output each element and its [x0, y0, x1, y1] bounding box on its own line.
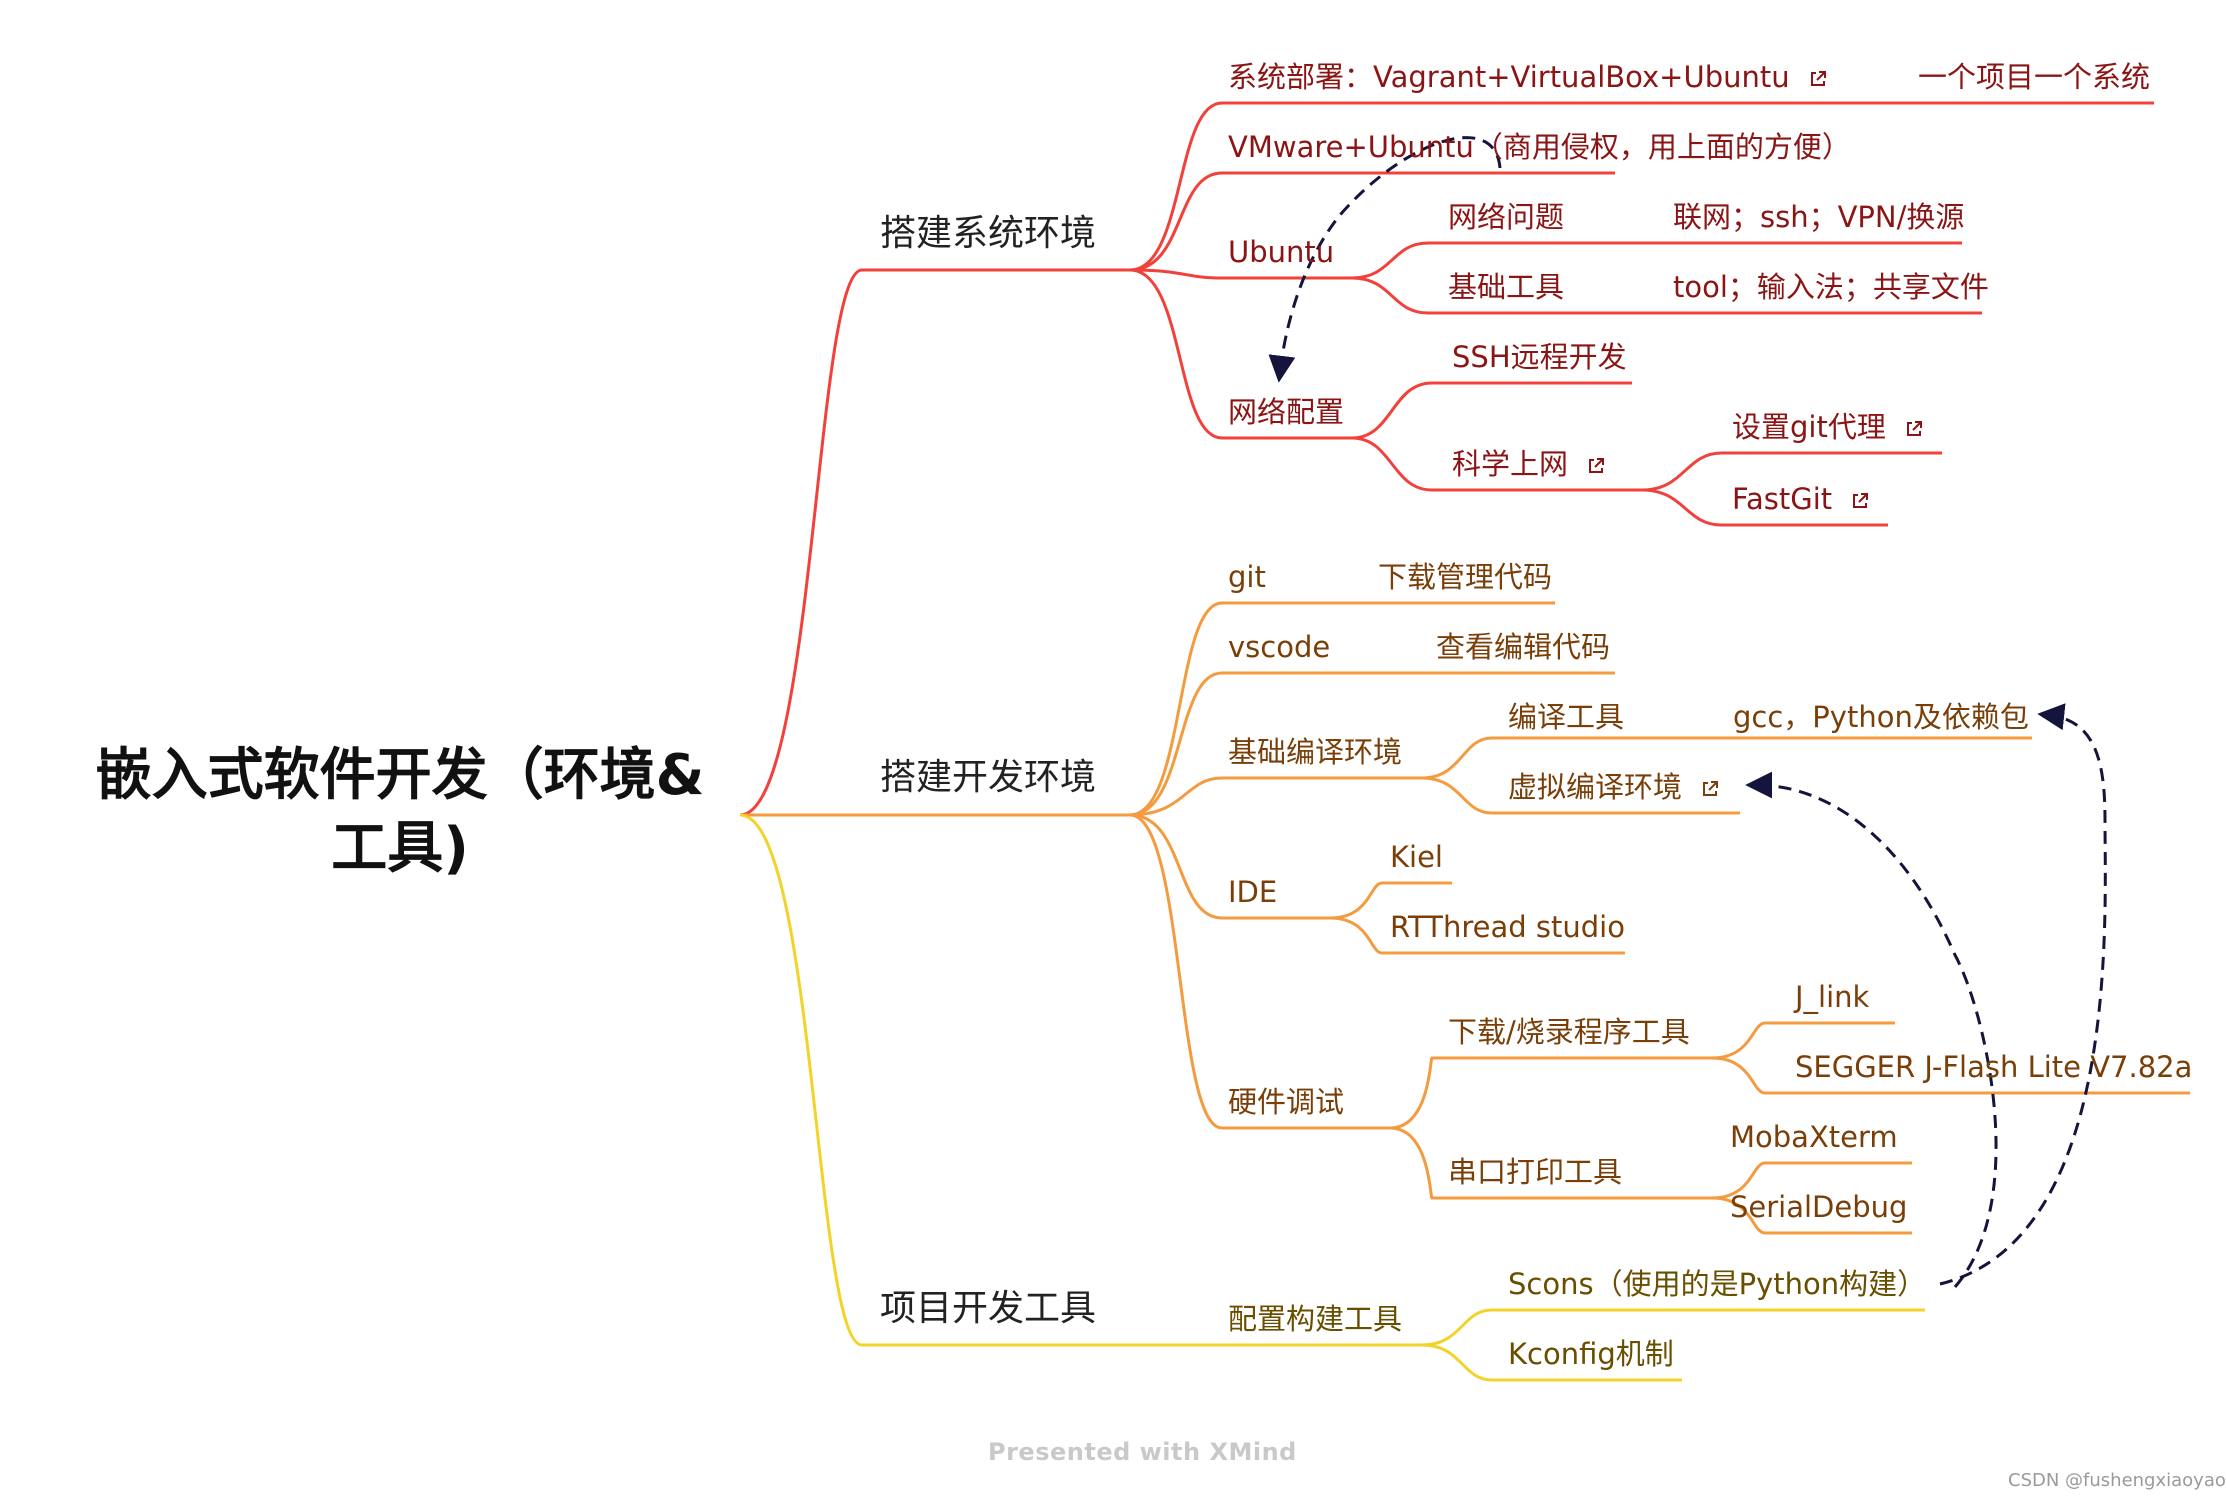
topic-proxy[interactable]: 科学上网 [1452, 450, 1606, 479]
topic-system-env[interactable]: 搭建系统环境 [880, 213, 1097, 254]
source-credit: CSDN @fushengxiaoyao [2008, 1470, 2226, 1491]
root-topic[interactable]: 嵌入式软件开发（环境& 工具) [60, 740, 740, 886]
topic-system-deploy-label: 系统部署：Vagrant+VirtualBox+Ubuntu [1228, 60, 1790, 94]
topic-dev-env[interactable]: 搭建开发环境 [880, 757, 1097, 798]
relation-scons-virtual-env [1745, 771, 1998, 1288]
topic-build-tools[interactable]: 配置构建工具 [1228, 1302, 1403, 1336]
topic-ssh-remote[interactable]: SSH远程开发 [1452, 340, 1627, 374]
external-link-icon[interactable] [1808, 69, 1828, 89]
topic-project-tools[interactable]: 项目开发工具 [880, 1288, 1097, 1329]
topic-compile-tools-note[interactable]: gcc，Python及依赖包 [1733, 700, 2029, 734]
external-link-icon[interactable] [1700, 779, 1720, 799]
relation-vmware-netcfg [1268, 136, 1502, 383]
topic-compile-tools[interactable]: 编译工具 [1508, 700, 1625, 734]
topic-hw-debug[interactable]: 硬件调试 [1228, 1085, 1345, 1119]
topic-git[interactable]: git [1228, 560, 1266, 594]
topic-network-config[interactable]: 网络配置 [1228, 395, 1345, 429]
topic-vscode-note[interactable]: 查看编辑代码 [1436, 630, 1611, 664]
topic-git-proxy[interactable]: 设置git代理 [1732, 413, 1924, 442]
topic-ide[interactable]: IDE [1228, 875, 1278, 909]
root-title-line1: 嵌入式软件开发（环境& [95, 743, 705, 808]
topic-deploy-note[interactable]: 一个项目一个系统 [1918, 60, 2151, 94]
topic-jlink[interactable]: J_link [1795, 980, 1870, 1014]
topic-ubuntu-tools[interactable]: 基础工具 [1448, 270, 1565, 304]
external-link-icon[interactable] [1904, 419, 1924, 439]
topic-vscode[interactable]: vscode [1228, 630, 1331, 664]
topic-ubuntu-tools-note[interactable]: tool；输入法；共享文件 [1673, 270, 1989, 304]
topic-serialdebug[interactable]: SerialDebug [1730, 1190, 1908, 1224]
topic-ubuntu-network-note[interactable]: 联网；ssh；VPN/换源 [1673, 200, 1965, 234]
topic-compile-env[interactable]: 基础编译环境 [1228, 735, 1403, 769]
topic-fastgit-label: FastGit [1732, 482, 1833, 516]
topic-kiel[interactable]: Kiel [1390, 840, 1443, 874]
topic-ubuntu[interactable]: Ubuntu [1228, 235, 1335, 269]
topic-scons[interactable]: Scons（使用的是Python构建） [1508, 1267, 1927, 1301]
topic-virtual-env[interactable]: 虚拟编译环境 [1508, 773, 1720, 802]
xmind-footer: Presented with XMind [988, 1438, 1297, 1466]
topic-rtthread-studio[interactable]: RTThread studio [1390, 910, 1625, 944]
topic-mobaxterm[interactable]: MobaXterm [1730, 1120, 1898, 1154]
topic-git-proxy-label: 设置git代理 [1732, 410, 1886, 444]
edge-root-project [739, 813, 1130, 1347]
external-link-icon[interactable] [1850, 491, 1870, 511]
topic-serial-tools[interactable]: 串口打印工具 [1448, 1155, 1623, 1189]
topic-ubuntu-network[interactable]: 网络问题 [1448, 200, 1565, 234]
topic-fastgit[interactable]: FastGit [1732, 485, 1870, 514]
external-link-icon[interactable] [1586, 456, 1606, 476]
topic-kconfig[interactable]: Kconfig机制 [1508, 1337, 1674, 1371]
edge-root-system [739, 268, 1130, 817]
relation-scons-compile-tools [1939, 703, 2107, 1286]
topic-virtual-env-label: 虚拟编译环境 [1508, 770, 1683, 804]
topic-flash-tools[interactable]: 下载/烧录程序工具 [1448, 1015, 1690, 1049]
topic-proxy-label: 科学上网 [1452, 447, 1569, 481]
root-title-line2: 工具) [331, 815, 469, 881]
topic-segger-jflash[interactable]: SEGGER J-Flash Lite V7.82a [1795, 1050, 2193, 1084]
topic-system-deploy[interactable]: 系统部署：Vagrant+VirtualBox+Ubuntu [1228, 63, 1828, 92]
topic-git-note[interactable]: 下载管理代码 [1378, 560, 1553, 594]
topic-vmware[interactable]: VMware+Ubuntu（商用侵权，用上面的方便） [1228, 130, 1851, 164]
